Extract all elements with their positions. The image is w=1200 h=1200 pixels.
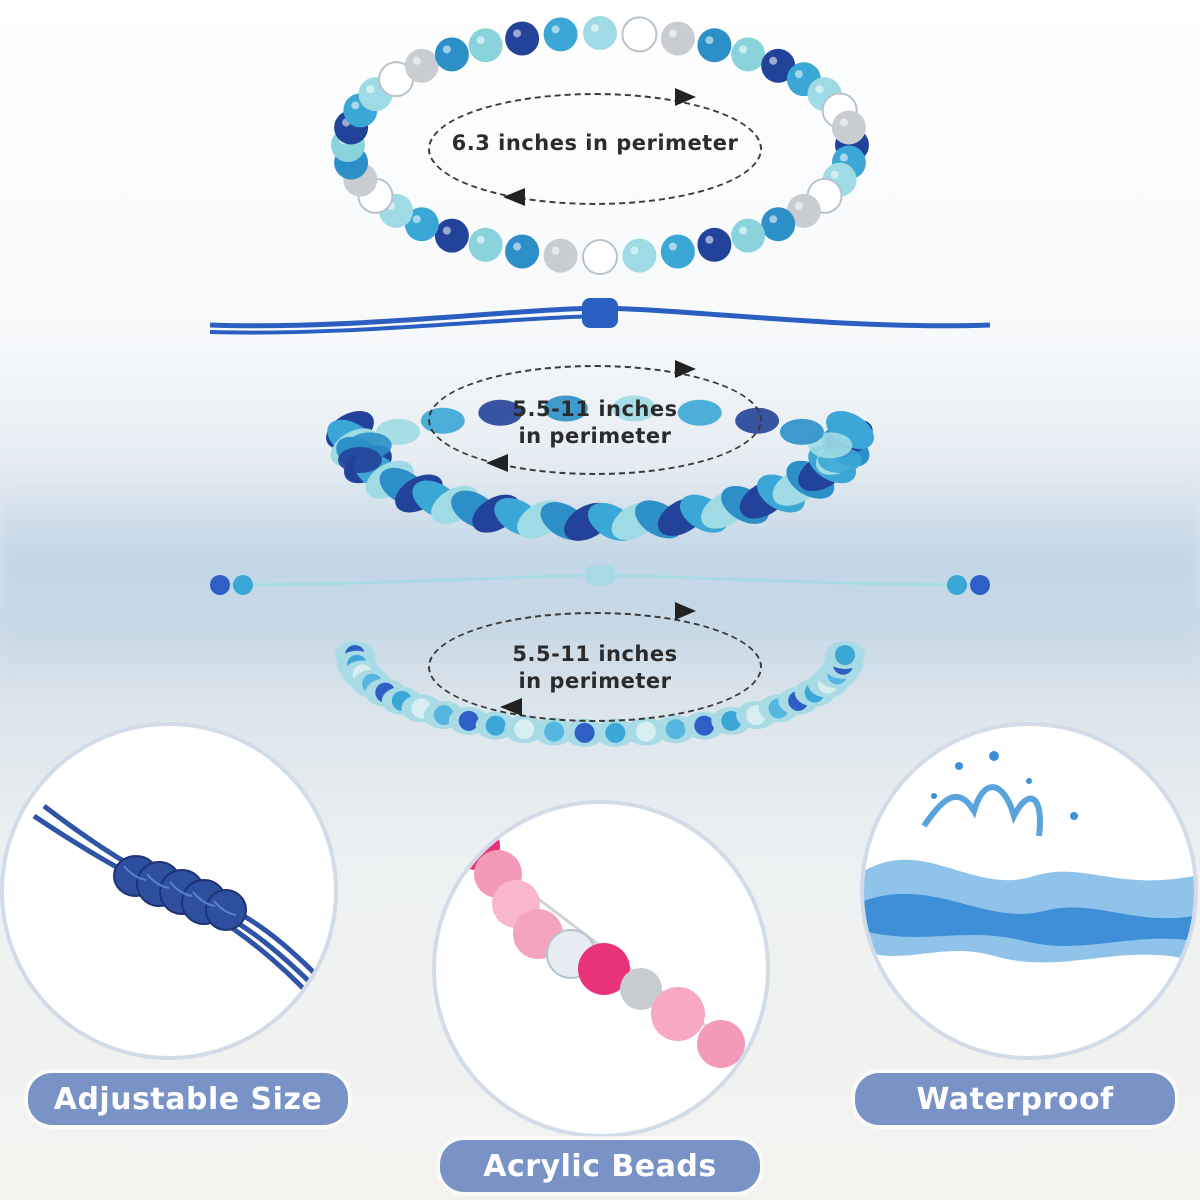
arrow-left-icon [503, 188, 525, 206]
perimeter-arrow-ellipse-2 [428, 365, 762, 475]
perimeter-label-1: 6.3 inches in perimeter [451, 131, 739, 155]
arrow-right-icon [675, 602, 696, 620]
water-splash-circle [860, 722, 1198, 1060]
perimeter-arrow-ellipse-1 [428, 93, 762, 205]
adjustable-size-badge: Adjustable Size [28, 1073, 348, 1125]
perimeter-label-3-line2: in perimeter [518, 669, 672, 693]
perimeter-label-2-line1: 5.5-11 inches [512, 397, 678, 421]
beads-closeup-circle [432, 800, 770, 1138]
waterproof-badge: Waterproof [855, 1073, 1175, 1125]
perimeter-label-3: 5.5-11 inches in perimeter [430, 641, 760, 695]
perimeter-label-3-line1: 5.5-11 inches [512, 642, 678, 666]
arrow-left-icon [500, 698, 522, 716]
arrow-right-icon [675, 360, 696, 378]
perimeter-label-2-line2: in perimeter [518, 424, 672, 448]
perimeter-arrow-ellipse-3 [428, 612, 762, 722]
arrow-right-icon [675, 88, 696, 106]
arrow-left-icon [486, 454, 508, 472]
acrylic-beads-badge: Acrylic Beads [440, 1140, 760, 1192]
perimeter-label-2: 5.5-11 inches in perimeter [430, 396, 760, 450]
macrame-bead-bracelet [200, 555, 1000, 770]
knot-closeup-circle [0, 722, 338, 1060]
beaded-bracelet [320, 10, 880, 280]
